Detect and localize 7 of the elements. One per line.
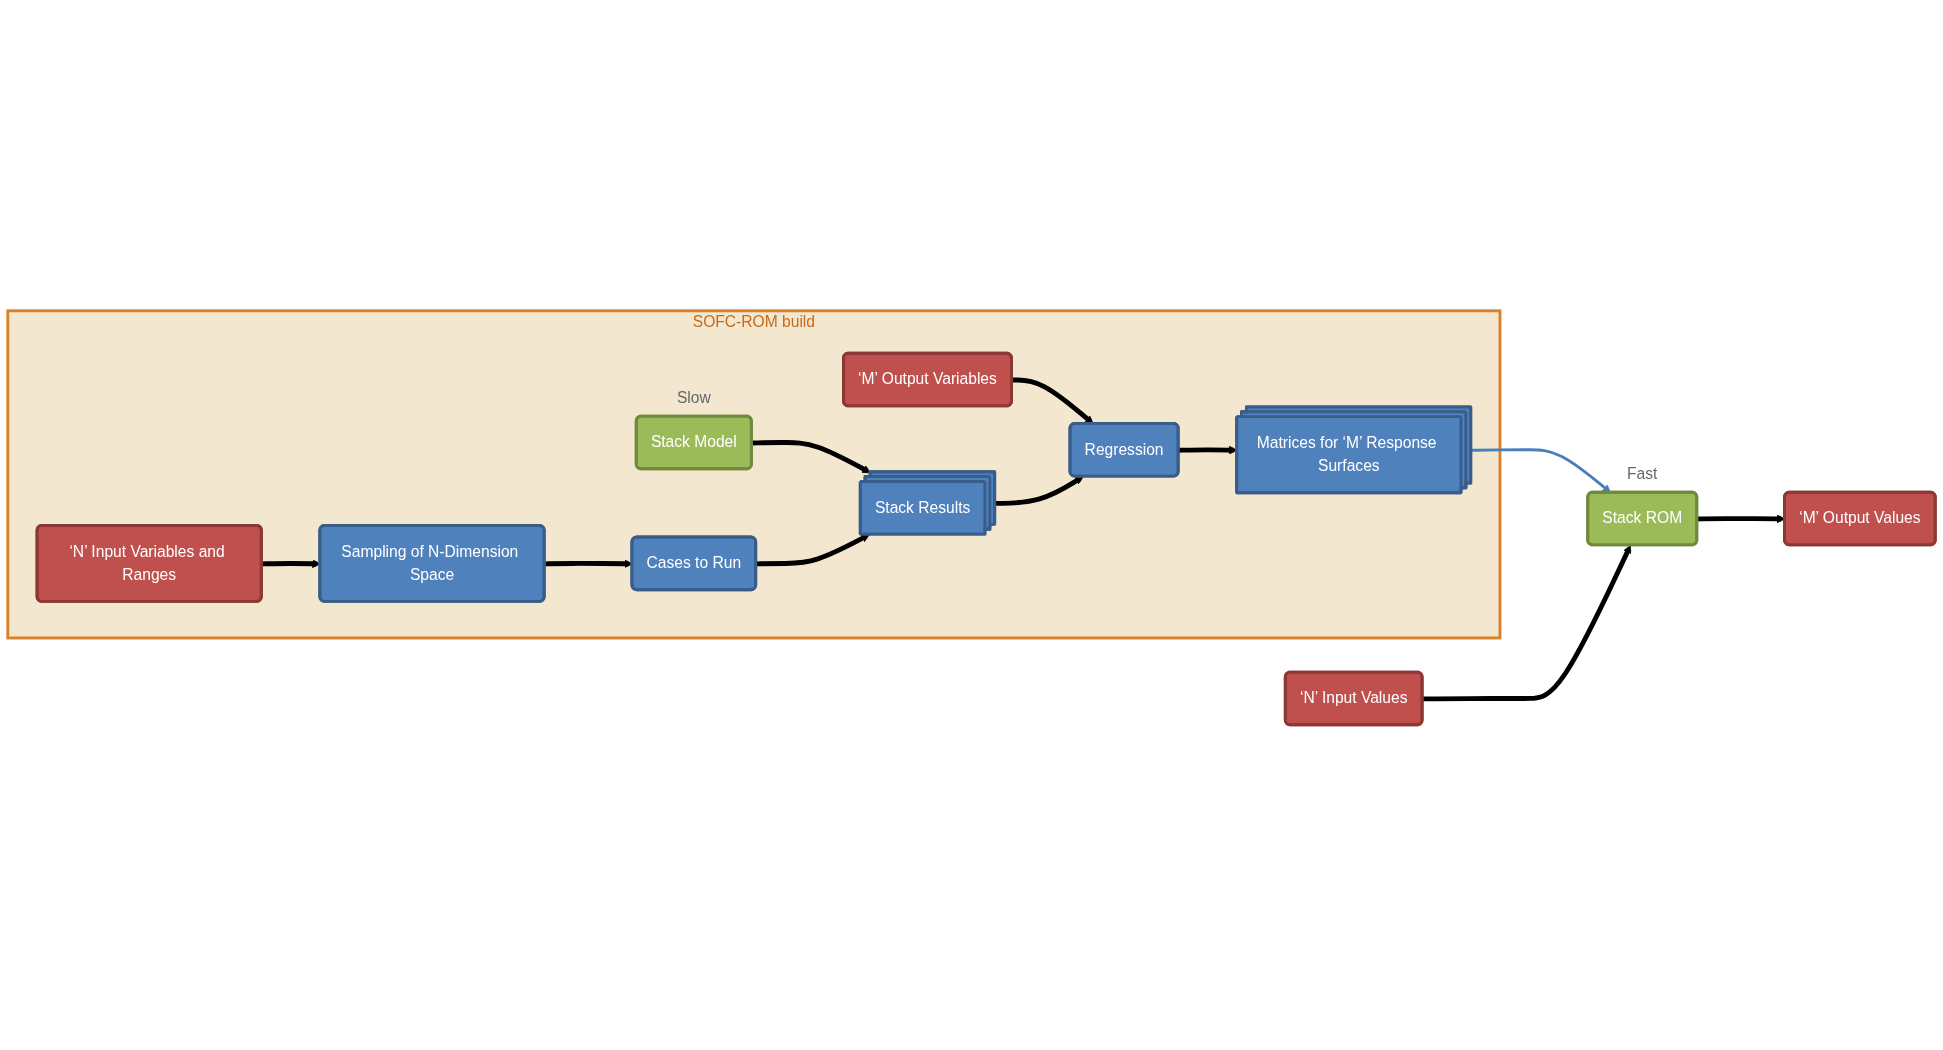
arrow — [756, 534, 870, 567]
arrow — [995, 476, 1084, 507]
arrow — [751, 440, 871, 474]
node-label: Fast — [1627, 466, 1658, 483]
arrow — [1011, 377, 1094, 425]
node-label: Slow — [676, 390, 711, 407]
arrow — [1422, 545, 1632, 702]
